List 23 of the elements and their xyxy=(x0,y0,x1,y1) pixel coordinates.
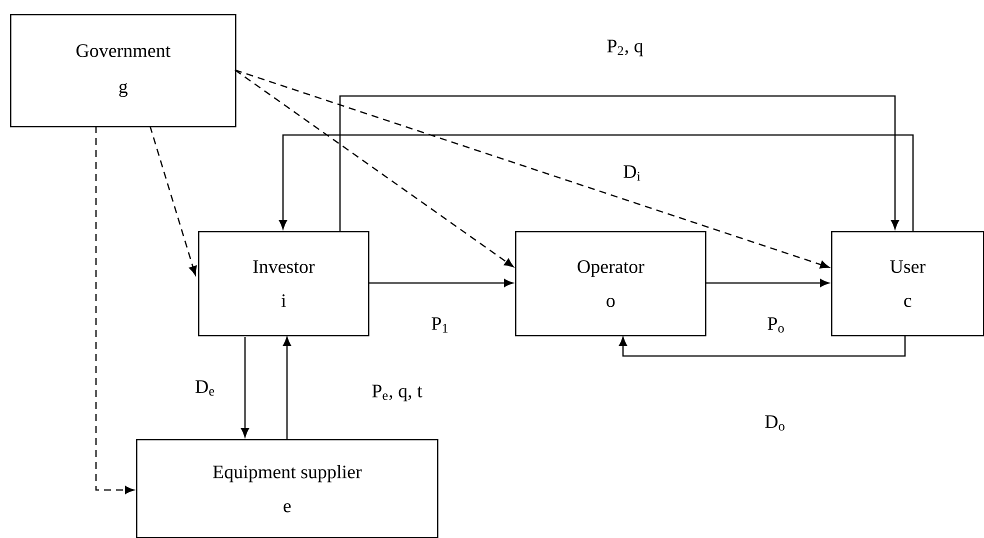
arrow xyxy=(234,69,514,268)
edge-label: P$_{1}$ xyxy=(430,316,450,334)
arrow xyxy=(234,69,830,269)
arrow xyxy=(279,134,914,231)
edge-label: P$_{2}$, q xyxy=(606,38,644,58)
box: Operator o xyxy=(515,231,706,336)
edge-label: P$_{e}$, q, t xyxy=(370,384,424,402)
box: Equipment supplier e xyxy=(136,439,438,538)
arrow xyxy=(95,126,134,494)
arrow xyxy=(241,337,249,438)
arrow xyxy=(619,335,906,357)
arrow xyxy=(705,279,830,287)
edge-label: P$_{o}$ xyxy=(766,316,786,334)
arrow xyxy=(368,279,514,287)
edge-label: D$_{e}$ xyxy=(194,379,216,397)
box: Investor i xyxy=(198,231,370,336)
arrow xyxy=(149,126,197,276)
edge-label: D$_{o}$ xyxy=(764,414,786,432)
box: User c xyxy=(831,231,984,336)
arrow xyxy=(283,336,291,439)
box: Government g xyxy=(10,14,236,128)
edge-label: D$_{i}$ xyxy=(622,164,642,182)
arrow xyxy=(339,95,899,231)
